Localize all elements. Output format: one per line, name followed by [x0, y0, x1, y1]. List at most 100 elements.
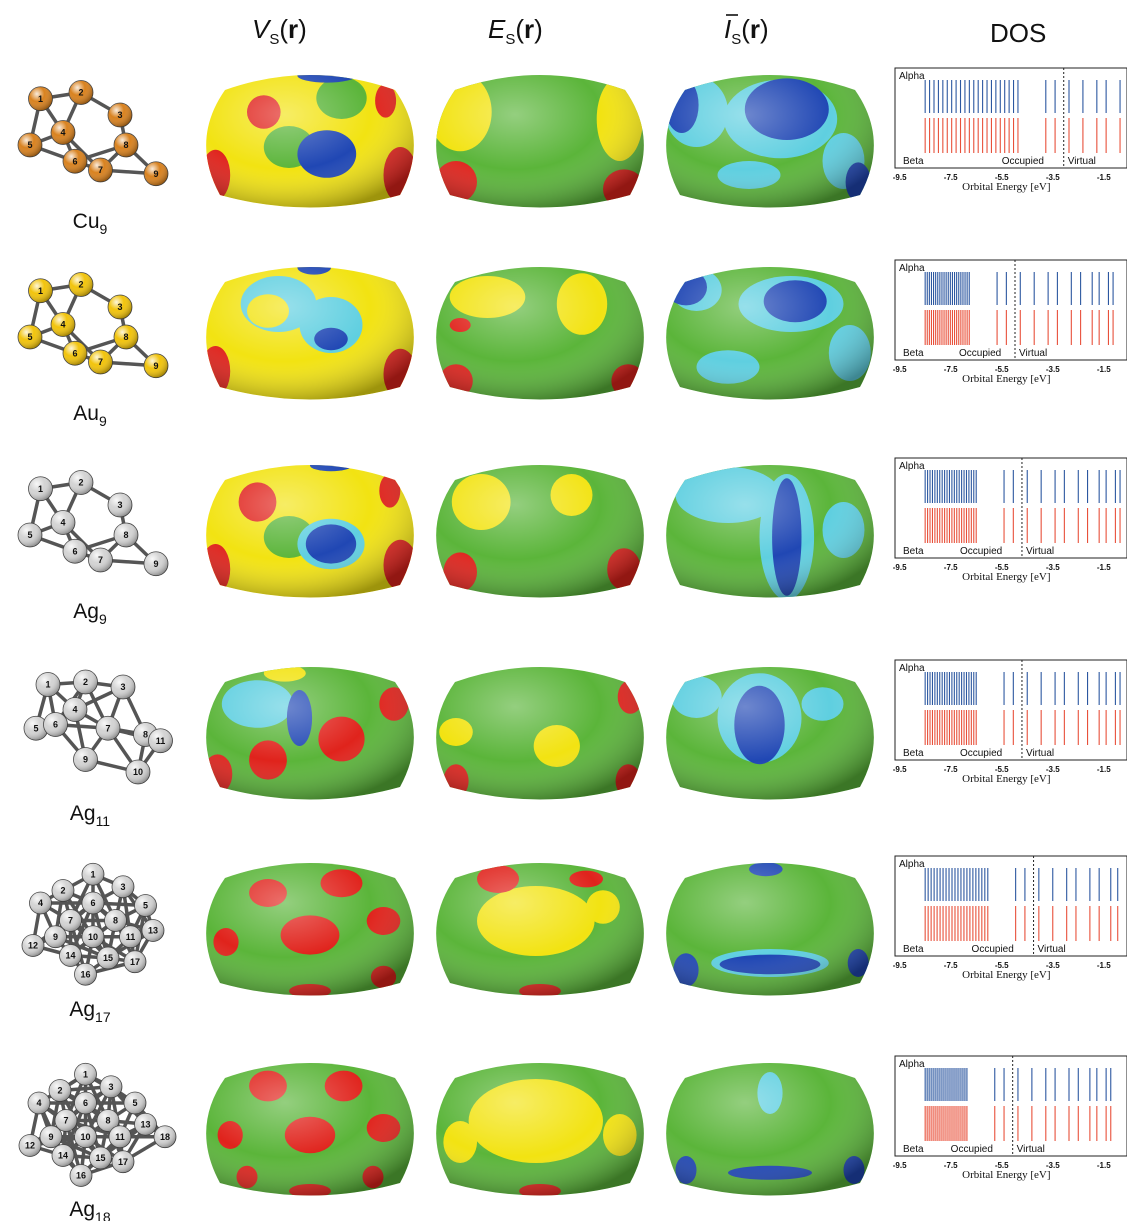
- atom: 17: [123, 950, 147, 974]
- atom-number: 14: [58, 1151, 68, 1161]
- dos-tick-label: -1.5: [1097, 961, 1111, 970]
- atom: 9: [143, 551, 169, 577]
- atom: 3: [110, 674, 136, 700]
- atom-number: 5: [27, 140, 32, 150]
- dos-tick-label: -9.5: [893, 365, 907, 374]
- atom-number: 7: [105, 723, 110, 733]
- atom-number: 1: [45, 680, 50, 690]
- atom: 3: [107, 102, 133, 128]
- atom: 3: [107, 492, 133, 518]
- atom: 9: [143, 161, 169, 187]
- es-2-surface: [436, 465, 644, 598]
- atom: 3: [111, 875, 135, 899]
- dos-xlabel: Orbital Energy [eV]: [962, 773, 1050, 785]
- dos-alpha-label: Alpha: [899, 1059, 925, 1070]
- dos-tick-label: -1.5: [1097, 1161, 1111, 1170]
- atom-number: 12: [28, 941, 38, 951]
- atom: 9: [39, 1125, 63, 1149]
- dos-tick-label: -5.5: [995, 365, 1009, 374]
- dos-occupied-label: Occupied: [1002, 156, 1044, 167]
- atom-number: 8: [143, 730, 148, 740]
- dos-tick-label: -5.5: [995, 563, 1009, 572]
- atom: 15: [96, 946, 120, 970]
- atom: 11: [119, 925, 142, 949]
- atom-number: 2: [78, 88, 83, 98]
- dos-beta-label: Beta: [903, 546, 924, 557]
- atom-number: 9: [53, 932, 58, 942]
- cluster-label-base: Ag: [69, 1198, 95, 1221]
- dos-virtual-label: Virtual: [1038, 944, 1066, 955]
- is-4-surface: [666, 863, 874, 996]
- atom: 16: [74, 962, 97, 986]
- atom-number: 4: [36, 1098, 41, 1108]
- atom: 14: [51, 1144, 75, 1167]
- atom: 5: [17, 324, 43, 350]
- atom: 7: [54, 1109, 78, 1132]
- atom-number: 11: [115, 1132, 125, 1142]
- atom: 8: [96, 1109, 120, 1132]
- atom-number: 11: [156, 736, 166, 746]
- atom-number: 6: [72, 156, 77, 166]
- dos-virtual-label: Virtual: [1026, 546, 1054, 557]
- atom-number: 6: [53, 720, 58, 730]
- dos-xlabel: Orbital Energy [eV]: [962, 969, 1050, 981]
- cluster-label-sub: 9: [99, 611, 107, 627]
- dos-occupied-label: Occupied: [959, 348, 1001, 359]
- dos-tick-label: -5.5: [995, 765, 1009, 774]
- atom: 5: [123, 1091, 147, 1115]
- dos-virtual-label: Virtual: [1068, 156, 1096, 167]
- atom-number: 2: [78, 280, 83, 290]
- atom-number: 9: [153, 361, 158, 371]
- dos-tick-label: -7.5: [944, 563, 958, 572]
- atom: 7: [95, 715, 121, 741]
- es-0-surface: [436, 75, 644, 208]
- atom: 5: [17, 132, 43, 158]
- atom: 3: [99, 1075, 123, 1099]
- dos-tick-label: -9.5: [893, 563, 907, 572]
- header-es: ES(r): [488, 14, 543, 48]
- atom-number: 3: [108, 1082, 113, 1092]
- dos-virtual-label: Virtual: [1026, 748, 1054, 759]
- atom-number: 8: [123, 140, 128, 150]
- atom-number: 4: [60, 518, 65, 528]
- atom: 11: [108, 1125, 132, 1149]
- dos-tick-label: -3.5: [1046, 1161, 1060, 1170]
- atom-number: 1: [38, 94, 43, 104]
- atom: 17: [111, 1150, 135, 1174]
- atom: 5: [134, 894, 157, 917]
- cluster-label: Au9: [73, 402, 107, 429]
- atom-number: 11: [126, 932, 136, 942]
- cluster-label-sub: 9: [99, 413, 107, 429]
- cluster-label-base: Cu: [73, 210, 100, 233]
- header-vs: VS(r): [252, 14, 307, 48]
- atom: 2: [68, 272, 94, 297]
- atom: 4: [50, 120, 76, 145]
- dos-tick-label: -1.5: [1097, 173, 1111, 182]
- atom-number: 9: [83, 755, 88, 765]
- atom-number: 8: [113, 916, 118, 926]
- atom-number: 6: [72, 546, 77, 556]
- dos-tick-label: -9.5: [893, 1161, 907, 1170]
- cluster-label-sub: 17: [95, 1009, 111, 1025]
- atom: 1: [28, 476, 53, 502]
- dos-frame: [894, 855, 1127, 957]
- atom-number: 3: [120, 682, 125, 692]
- atom: 10: [74, 1125, 97, 1149]
- is-2-surface: [666, 465, 874, 598]
- atom-number: 4: [60, 128, 65, 138]
- atom: 1: [74, 1062, 97, 1086]
- cluster-label: Cu9: [73, 210, 108, 237]
- atom-number: 16: [80, 969, 90, 979]
- dos-occupied-label: Occupied: [972, 944, 1014, 955]
- dos-beta-label: Beta: [903, 1144, 924, 1155]
- atom: 6: [62, 538, 88, 564]
- dos-xlabel: Orbital Energy [eV]: [962, 1169, 1050, 1181]
- vs-4-surface: [206, 863, 414, 996]
- atom: 12: [18, 1134, 42, 1157]
- dos-tick-label: -9.5: [893, 173, 907, 182]
